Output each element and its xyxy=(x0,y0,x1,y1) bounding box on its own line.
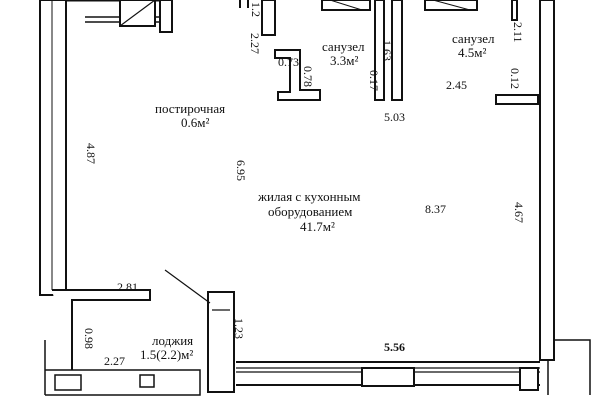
room-loggia-name: лоджия xyxy=(152,333,194,348)
wall-top xyxy=(66,0,173,33)
dim-2-27: 2.27 xyxy=(248,33,262,54)
dim-0-17: 0.17 xyxy=(367,70,381,91)
room-postirochnaya-name: постирочная xyxy=(155,101,226,116)
dim-2-27b: 2.27 xyxy=(104,354,125,368)
wall-bottom xyxy=(236,361,540,391)
dim-0-73: 0.73 xyxy=(278,55,299,69)
room-living-line2: оборудованием xyxy=(268,204,353,219)
room-sanuzel-1-area: 3.3м² xyxy=(330,53,359,68)
room-living-line1: жилая с кухонным xyxy=(258,189,361,204)
room-loggia-area: 1.5(2.2)м² xyxy=(140,347,194,362)
bath2-stub xyxy=(495,94,539,105)
dim-6-95: 6.95 xyxy=(234,160,248,181)
dim-1-2: 1.2 xyxy=(249,2,263,17)
dim-0-98: 0.98 xyxy=(82,328,96,349)
dim-0-12: 0.12 xyxy=(508,68,522,89)
room-sanuzel-2-area: 4.5м² xyxy=(458,45,487,60)
dim-1-23: 1.23 xyxy=(232,318,246,339)
dim-5-03: 5.03 xyxy=(384,110,405,124)
dim-5-56: 5.56 xyxy=(384,340,405,354)
dim-8-37: 8.37 xyxy=(425,202,446,216)
dim-2-45: 2.45 xyxy=(446,78,467,92)
room-sanuzel-2-name: санузел xyxy=(452,31,495,46)
dim-1-63: 1.63 xyxy=(380,40,394,61)
wall-left xyxy=(39,0,67,296)
room-sanuzel-1-name: санузел xyxy=(322,39,365,54)
dim-2-81: 2.81 xyxy=(117,280,138,294)
door-line xyxy=(164,269,211,304)
dim-4-67: 4.67 xyxy=(512,202,526,223)
dim-4-87: 4.87 xyxy=(84,143,98,164)
loggia-walls xyxy=(44,289,235,396)
room-postirochnaya-area: 0.6м² xyxy=(181,115,210,130)
wall-right xyxy=(539,0,591,395)
dim-2-11: 2.11 xyxy=(511,22,525,43)
dim-0-78: 0.78 xyxy=(301,66,315,87)
room-living-area: 41.7м² xyxy=(300,219,335,234)
